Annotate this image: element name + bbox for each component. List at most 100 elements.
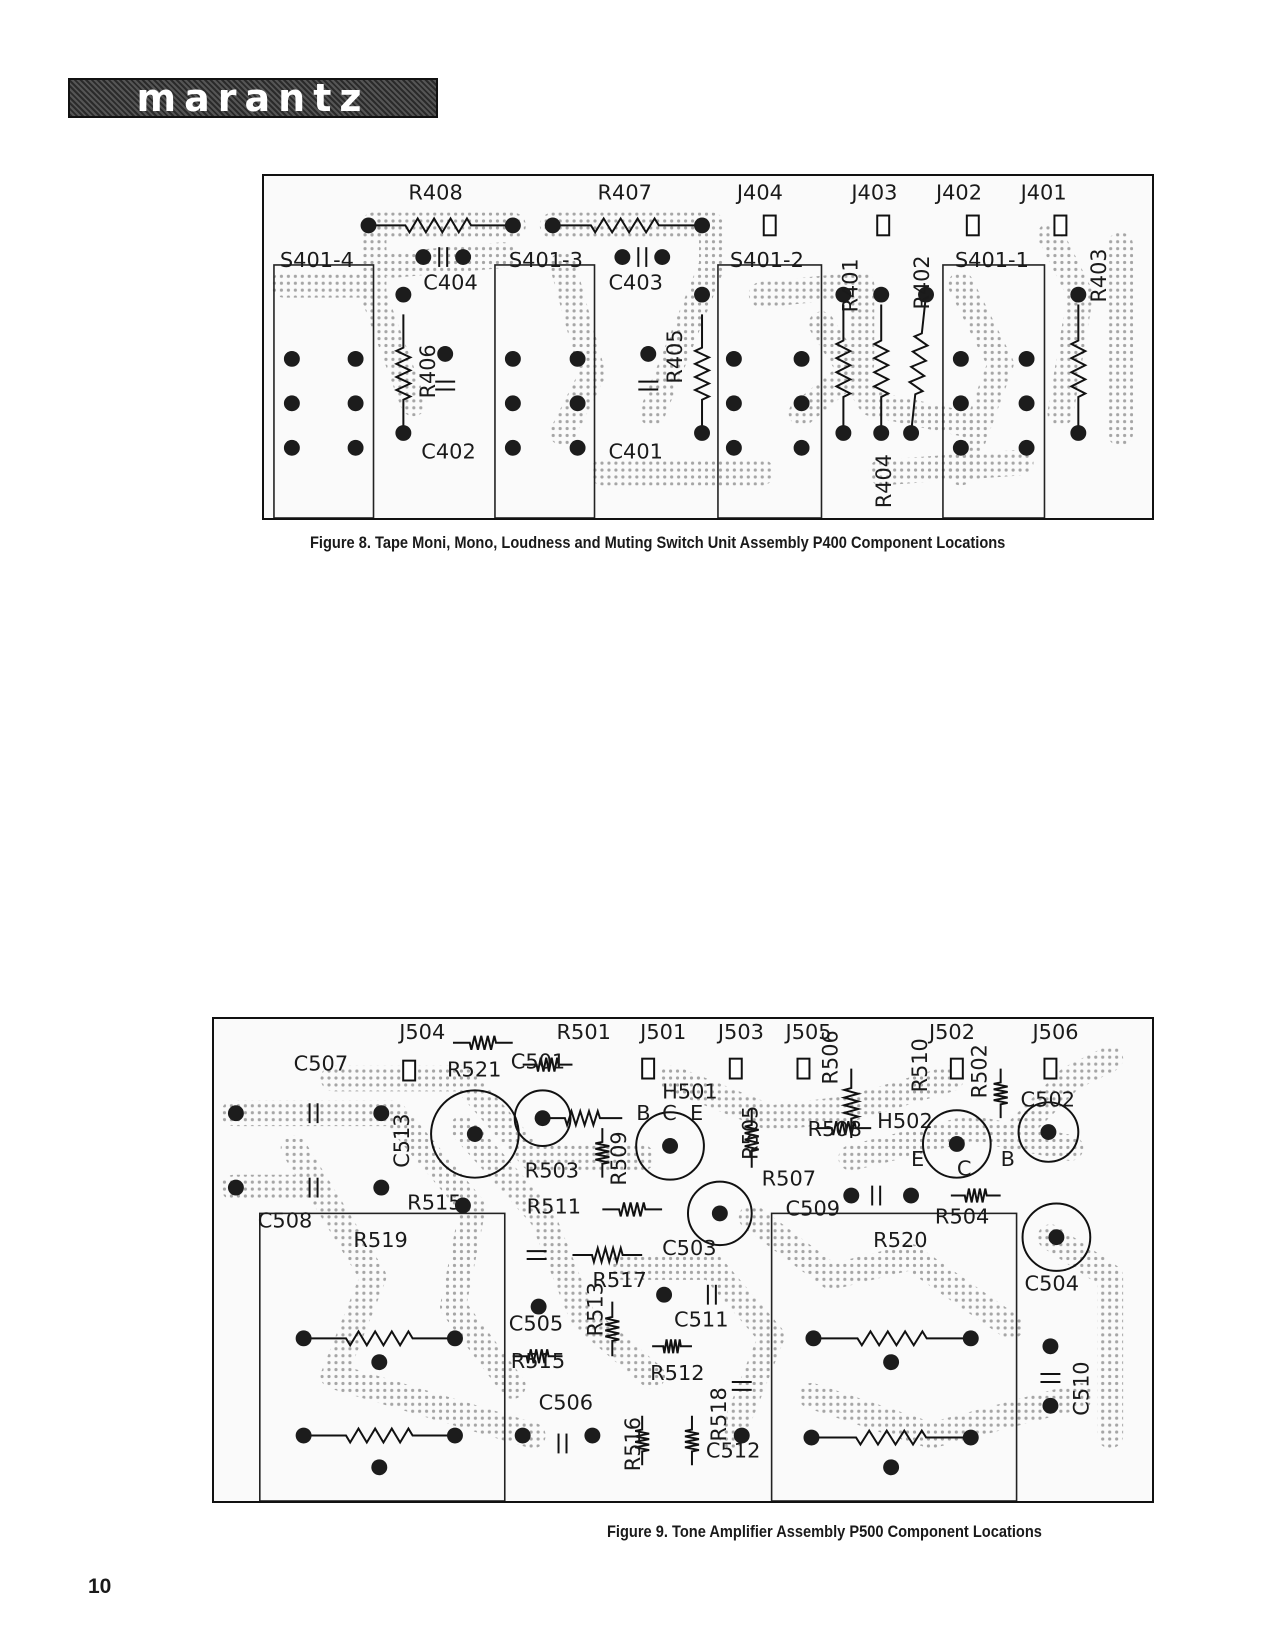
solder-pad [437, 346, 454, 362]
component-label: C509 [786, 1196, 840, 1220]
component-label: R511 [527, 1194, 581, 1218]
component-label: R506 [818, 1030, 842, 1084]
component-label: C401 [608, 440, 663, 464]
resistor-symbol [542, 1107, 623, 1129]
component-label: C502 [1021, 1087, 1075, 1111]
solder-pad [360, 217, 377, 234]
marantz-logo: marantz [68, 78, 438, 118]
component-label: C [957, 1157, 972, 1181]
component-label: C402 [421, 440, 476, 464]
resistor-symbol [602, 1202, 663, 1217]
component-label: J501 [638, 1020, 686, 1044]
component-label: J504 [397, 1020, 445, 1044]
resistor-symbol [692, 314, 712, 433]
solder-pad [1042, 1397, 1059, 1414]
component-label: S401-2 [730, 248, 804, 272]
component-label: J503 [716, 1020, 764, 1044]
component-label: R521 [447, 1058, 501, 1082]
component-label: J402 [934, 181, 982, 205]
switch-outline [717, 264, 823, 518]
component-label: R520 [873, 1228, 927, 1252]
resistor-symbol [907, 294, 930, 434]
component-label: R515 [407, 1190, 461, 1214]
solder-pad [883, 1459, 900, 1476]
component-label: R519 [353, 1228, 407, 1252]
resistor-symbol [522, 1057, 573, 1072]
resistor-symbol [394, 314, 413, 433]
solder-pad [283, 439, 300, 456]
solder-pad [295, 1330, 312, 1347]
component-label: B [636, 1101, 650, 1125]
component-label: E [690, 1101, 703, 1125]
solder-pad [504, 439, 521, 456]
component-label: S401-4 [280, 248, 354, 272]
jack-terminal [949, 1057, 964, 1080]
solder-pad [948, 1136, 965, 1152]
component-label: J403 [849, 181, 897, 205]
solder-pad [1018, 350, 1035, 367]
copper-trace [798, 1382, 1094, 1449]
component-label: B [1001, 1147, 1015, 1171]
copper-trace [838, 1115, 1084, 1171]
component-label: J404 [735, 181, 783, 205]
logo-text: marantz [136, 76, 370, 120]
component-label: R406 [416, 344, 440, 398]
component-label: C501 [511, 1050, 565, 1074]
solder-pad [283, 350, 300, 367]
solder-pad [373, 1179, 390, 1196]
copper-trace [748, 271, 875, 427]
solder-pad [873, 286, 890, 303]
component-label: H502 [877, 1109, 933, 1133]
solder-pad [903, 425, 920, 441]
solder-pad [544, 217, 561, 234]
resistor-symbol [811, 1428, 971, 1447]
solder-pad [447, 1330, 463, 1347]
jack-terminal [762, 214, 777, 237]
component-label: C505 [509, 1311, 563, 1335]
component-label: R503 [525, 1159, 579, 1183]
page-number: 10 [88, 1575, 112, 1598]
solder-pad [295, 1427, 312, 1444]
resistor-symbol [363, 216, 513, 235]
solder-pad [694, 286, 710, 303]
solder-pad [347, 395, 364, 412]
solder-pad [725, 350, 742, 367]
solder-pad [711, 1205, 728, 1222]
component-label: S401-3 [509, 248, 583, 272]
copper-trace [320, 1065, 656, 1171]
copper-trace [659, 1065, 964, 1132]
solder-pad [873, 425, 890, 441]
component-outline [1021, 1202, 1092, 1272]
solder-pad [347, 439, 364, 456]
component-label: R508 [807, 1117, 861, 1141]
resistor-symbol [635, 1415, 650, 1466]
component-label: E [911, 1147, 924, 1171]
component-outline [513, 1089, 572, 1147]
solder-pad [793, 439, 810, 456]
jack-terminal [1053, 214, 1068, 237]
jack-terminal [728, 1057, 743, 1080]
solder-pad [843, 1187, 860, 1204]
jack-terminal [796, 1057, 811, 1080]
copper-trace [997, 1045, 1124, 1151]
switch-outline [494, 264, 596, 518]
solder-pad [569, 395, 586, 412]
resistor-symbol [452, 1035, 513, 1050]
copper-trace [449, 1115, 666, 1389]
copper-trace [947, 271, 1014, 486]
solder-pad [1070, 425, 1087, 441]
resistor-symbol [303, 1329, 455, 1348]
component-label: R507 [762, 1167, 816, 1191]
solder-pad [530, 1298, 547, 1315]
jack-terminal [402, 1059, 417, 1082]
solder-pad [835, 425, 852, 441]
resistor-symbol [993, 1068, 1008, 1119]
resistor-symbol [303, 1426, 455, 1445]
solder-pad [614, 249, 631, 265]
solder-pad [504, 217, 521, 234]
solder-pad [454, 1197, 471, 1214]
copper-trace [1037, 1224, 1124, 1449]
component-label: C508 [258, 1208, 312, 1232]
solder-pad [1048, 1229, 1065, 1246]
component-label: J505 [784, 1020, 832, 1044]
